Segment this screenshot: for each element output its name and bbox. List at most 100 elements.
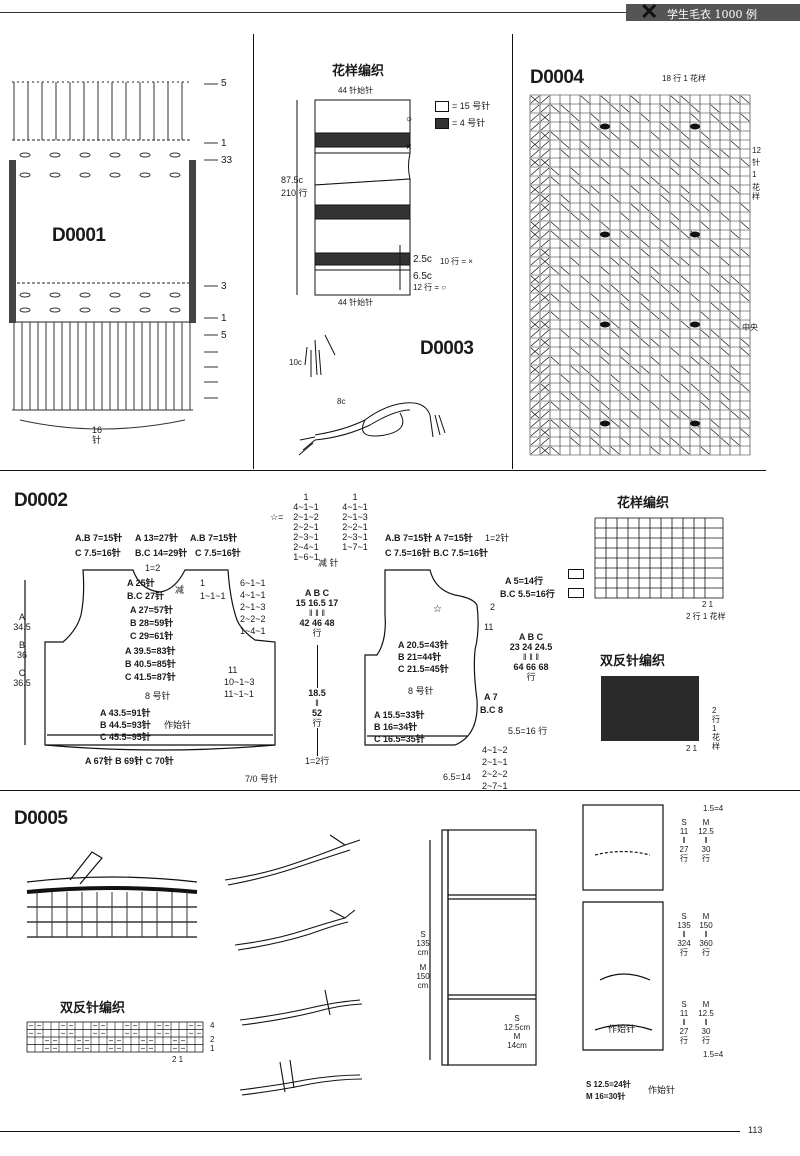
page-number: 113	[748, 1125, 763, 1135]
d0003-bottom-label: 44 针始针	[338, 298, 374, 307]
star-col1-item-5: 2~4~1	[293, 542, 319, 552]
svg-text:○: ○	[406, 114, 412, 125]
d2l-top-left: A.B 7=15针	[75, 533, 123, 543]
d2l-hem: A 67针 B 69针 C 70针	[85, 756, 174, 766]
d5-inner-s-v: 12.5cm	[503, 1023, 531, 1032]
d0003-scarf-diagram: × ○	[296, 99, 412, 296]
d5r-m2b: 360	[699, 939, 713, 948]
x-logo-icon: ✕	[640, 0, 659, 24]
d0003-stripe-narrow-rows: 10 行 = ×	[440, 257, 473, 266]
d2l-row3: C 29=61针	[130, 631, 174, 641]
d2l-row4: A 39.5=83针	[125, 646, 176, 656]
star-col2-item-2: 2~1~3	[342, 512, 368, 522]
header-tab	[626, 4, 800, 21]
d2r-bot3: C 16.5=35针	[374, 734, 425, 744]
d2l-arm2: 4~1~1	[240, 590, 266, 600]
d5r-m3c: 行	[702, 1036, 710, 1045]
d0003-legend-black: = 4 号针	[452, 118, 486, 128]
d2l-start: 作始针	[164, 720, 192, 730]
star-caption: 减 针	[318, 558, 339, 568]
d2l-side-a-val: 34.5	[13, 622, 31, 632]
d0001-ann-33: 33	[221, 155, 233, 166]
d5r-m2: M	[702, 912, 710, 921]
d2l-top-mid: A 13=27针	[135, 533, 178, 543]
d0003-stripe-wide-rows: 12 行 = ○	[413, 283, 447, 292]
d2l-neck-step: 1=2	[145, 563, 161, 573]
d5r-s2c: 行	[680, 948, 688, 957]
d5r-s1: S	[681, 818, 687, 827]
d5-s-label: S 135 cm	[416, 930, 430, 957]
d2r-needle: 8 号针	[408, 686, 434, 696]
d0004-code: D0004	[530, 67, 584, 88]
d5r-s-foot: S 12.5=24针	[586, 1080, 631, 1089]
d5r-s3: S	[681, 1000, 687, 1009]
d2m-eq2: ‖	[315, 698, 319, 708]
d2l-side-a-label: A	[18, 612, 25, 622]
legend-bar-swatch	[568, 588, 584, 598]
d5r-s1a: 11	[679, 827, 689, 836]
d2l-bot1: A 43.5=91针	[100, 708, 151, 718]
d5-m-unit: cm	[417, 981, 429, 990]
d5r-s2: S	[681, 912, 687, 921]
d2m-abc: A B C	[304, 588, 330, 598]
d2l-hem-needle: 7/0 号针	[245, 774, 279, 784]
star-col2-item-0: 1	[352, 492, 358, 502]
d0003-top-label: 44 针始针	[338, 86, 374, 95]
d2l-arm5: 1~4~1	[240, 626, 266, 636]
d2r-a7: A 7	[484, 692, 498, 702]
d2m-eq: ‖ ‖ ‖	[308, 608, 326, 618]
star-col1-item-1: 4~1~1	[293, 502, 319, 512]
d2-rib-side: 2 行 1 花样	[712, 706, 720, 751]
d0003-stripe-narrow-cm: 2.5c	[413, 254, 432, 265]
d2l-row5: B 40.5=85针	[125, 659, 176, 669]
d2l-arm1: 6~1~1	[240, 578, 266, 588]
d0005-code: D0005	[14, 808, 68, 829]
d0001-code: D0001	[52, 225, 106, 246]
d5r-top: 1.5=4	[703, 804, 724, 813]
d5r-s2a: 135	[677, 921, 691, 930]
d0005-scarf-panel	[429, 829, 537, 1066]
d5r-eqm1: ‖	[704, 836, 708, 845]
d0004-knit-grid	[529, 94, 751, 456]
d5r-m-foot: M 16=30针	[586, 1092, 626, 1101]
d2r-h55: 5.5=16 行	[508, 726, 548, 736]
divider-v2	[512, 34, 513, 469]
d5-m: M	[419, 963, 427, 972]
d5-inner-m: M	[513, 1032, 521, 1041]
d2m-v3: 18.5	[308, 688, 326, 698]
d0002-pattern-grid	[594, 517, 724, 599]
d2r-abc-h: A B C	[518, 632, 544, 642]
d0001-ann-1b: 1	[221, 313, 227, 324]
d0004-side-1: 1	[752, 170, 757, 179]
d2r-dec1: 4~1~2	[482, 745, 508, 755]
d2-pattern-foot: 2 行 1 花样	[686, 612, 726, 621]
d2l-arm6: 11	[228, 665, 238, 675]
star-col2-item-3: 2~2~1	[342, 522, 368, 532]
d5r-m3: M	[702, 1000, 710, 1009]
d2-rib-block	[601, 676, 699, 741]
d2l-side-c-val: 36.5	[13, 678, 31, 688]
d0004-center: 中央	[742, 323, 758, 332]
d5-rib-row-4: 4	[210, 1021, 215, 1030]
header-rule	[0, 12, 626, 13]
d5r-eq1: ‖	[682, 836, 686, 845]
d2l-top-right: A.B 7=15针	[190, 533, 238, 543]
star-col2-item-5: 1~7~1	[342, 542, 368, 552]
d5r-m3b: 30	[701, 1027, 711, 1036]
d0003-legend-white: = 15 号针	[452, 101, 491, 111]
d2r-hem: 6.5=14	[443, 772, 471, 782]
d2r-r2: 2	[490, 602, 496, 612]
d2l-side-b-label: B	[18, 640, 25, 650]
d0003-tassel-len: 10c	[289, 358, 302, 367]
d2r-bot1: A 15.5=33针	[374, 710, 425, 720]
d5r-m1b: 30	[701, 845, 711, 854]
d2l-arm3: 2~1~3	[240, 602, 266, 612]
d0003-cord-len: 8c	[337, 397, 346, 406]
d5-s-v: 135	[416, 939, 430, 948]
d5r-m3a: 12.5	[698, 1009, 714, 1018]
d2r-top-step: 1=2针	[485, 533, 510, 543]
d0004-side-zhen: 针	[752, 158, 760, 167]
